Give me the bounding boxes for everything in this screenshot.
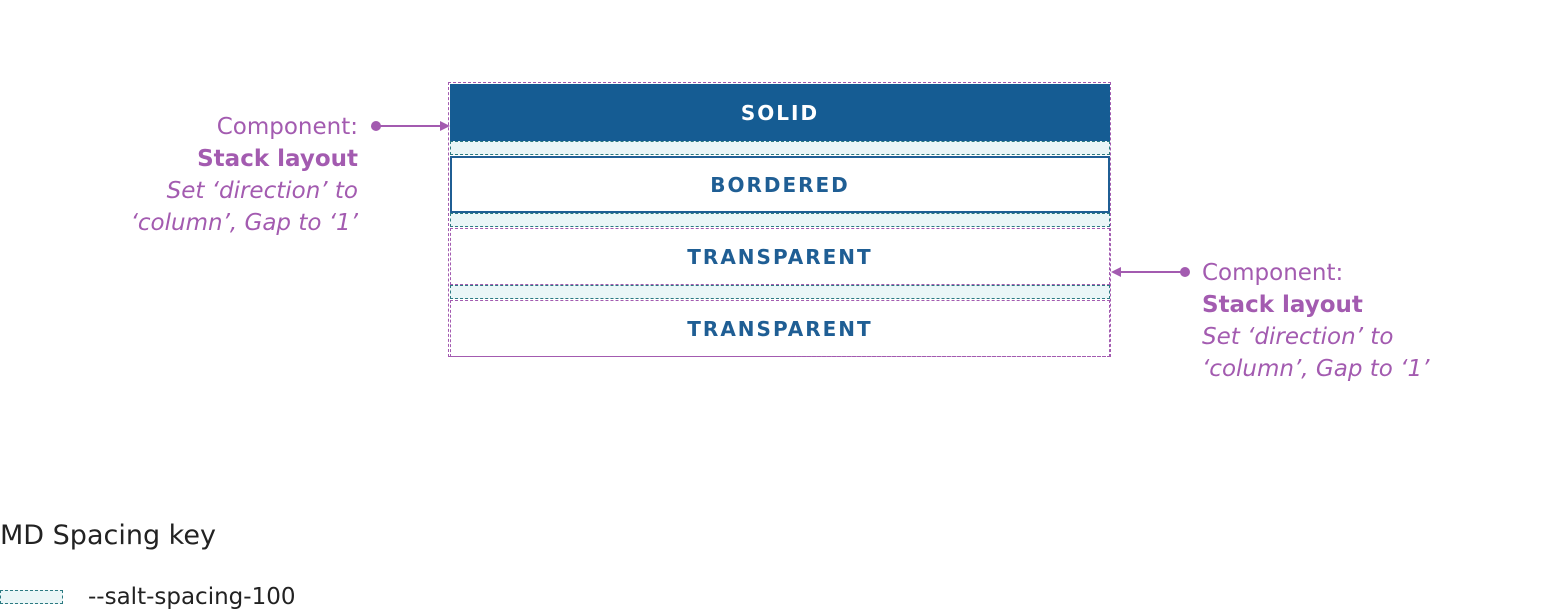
callout-description: Set ‘direction’ to ‘column’, Gap to ‘1’	[1202, 324, 1430, 382]
callout-component-label: Component:	[1202, 260, 1344, 286]
callout-description: Set ‘direction’ to ‘column’, Gap to ‘1’	[130, 178, 358, 236]
spacing-gap-3	[450, 285, 1110, 299]
spacing-key-swatch	[0, 590, 63, 604]
transparent-button-2[interactable]: TRANSPARENT	[687, 316, 873, 341]
right-connector-arrow	[1111, 267, 1190, 277]
spacing-key-title: MD Spacing key	[0, 520, 216, 551]
spacing-gap-2	[450, 213, 1110, 227]
solid-button[interactable]: SOLID	[450, 84, 1110, 141]
callout-component-name: Stack layout	[1202, 292, 1363, 318]
callout-component-label: Component:	[216, 114, 358, 140]
right-callout: Component: Stack layout Set ‘direction’ …	[1202, 257, 1429, 385]
callout-component-name: Stack layout	[197, 146, 358, 172]
spacing-gap-1	[450, 141, 1110, 155]
bordered-button[interactable]: BORDERED	[450, 156, 1110, 213]
left-callout: Component: Stack layout Set ‘direction’ …	[131, 111, 358, 239]
transparent-button-1[interactable]: TRANSPARENT	[687, 244, 873, 269]
spacing-key-label: --salt-spacing-100	[88, 584, 296, 610]
left-connector-arrow	[371, 121, 450, 131]
